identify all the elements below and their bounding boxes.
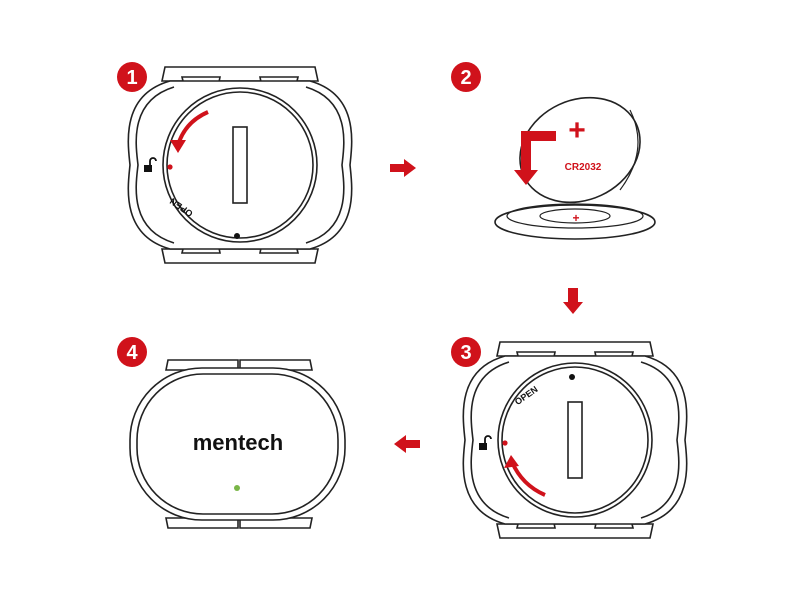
step-3-number: 3 — [460, 342, 471, 364]
step-4-number: 4 — [126, 342, 138, 364]
step-4: 4 mentech — [117, 337, 346, 529]
arrow-down-icon — [563, 288, 583, 314]
arrow-right-icon — [390, 159, 416, 177]
brand-logo: mentech — [193, 430, 283, 455]
step-1-number: 1 — [126, 67, 137, 89]
battery-tray — [494, 204, 656, 240]
battery-label: CR2032 — [565, 162, 602, 173]
step-2-number: 2 — [460, 67, 471, 89]
arrow-left-icon — [394, 435, 420, 453]
step-1-badge — [117, 62, 147, 92]
svg-text:+: + — [572, 211, 579, 225]
unlock-icon — [479, 435, 492, 450]
step-4-badge — [117, 337, 147, 367]
step-2: 2 CR2032 + + — [451, 62, 656, 240]
align-dot-red — [502, 440, 508, 446]
align-dot-black — [569, 374, 575, 380]
polarity-plus: + — [568, 114, 586, 147]
sensor-pod-closed — [129, 367, 346, 521]
sensor-pod-open — [127, 66, 353, 264]
sensor-pod-closing — [462, 341, 688, 539]
step-2-badge — [451, 62, 481, 92]
insert-arrow-icon — [514, 131, 556, 185]
unlock-icon — [144, 157, 157, 172]
align-dot-black — [234, 233, 240, 239]
align-dot-red — [167, 164, 173, 170]
status-led — [234, 485, 240, 491]
step-3: 3 OPEN — [451, 337, 688, 539]
step-3-badge — [451, 337, 481, 367]
step-1: 1 OPEN — [117, 62, 353, 264]
